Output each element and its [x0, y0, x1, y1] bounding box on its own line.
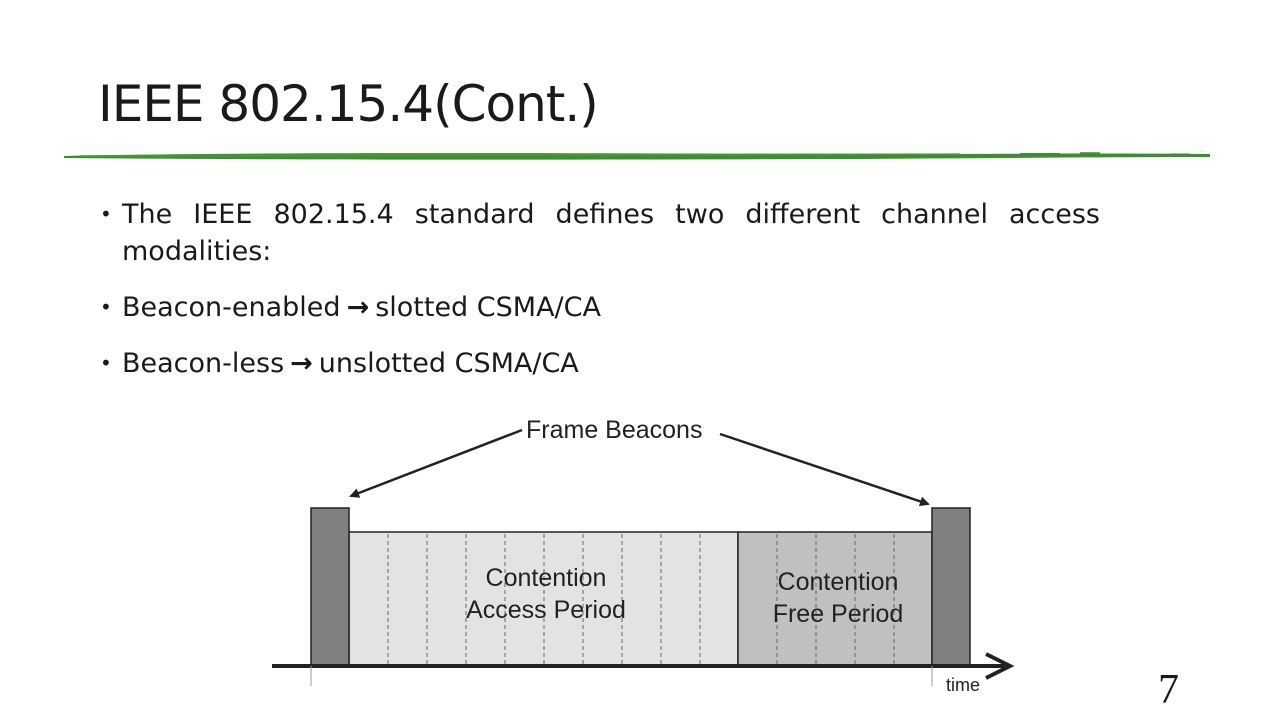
beacon-pointer-left — [349, 428, 523, 498]
bullet-text: Beacon-enabled→slotted CSMA/CA — [122, 289, 601, 326]
bullet-item: • The IEEE 802.15.4 standard defines two… — [100, 196, 1100, 270]
beacon-left — [310, 507, 350, 667]
bullet-text: Beacon-less→unslotted CSMA/CA — [122, 345, 579, 382]
cap-label-line2: Access Period — [466, 596, 626, 624]
bullet-item: • Beacon-enabled→slotted CSMA/CA — [100, 289, 1100, 326]
right-arrow-icon: → — [290, 348, 313, 379]
beacon-pointer-right — [719, 432, 930, 507]
cap-slot-dividers — [387, 534, 701, 664]
beacon-enabled-label: Beacon-enabled — [122, 292, 341, 323]
bullet-dot: • — [100, 295, 112, 319]
beacon-right — [931, 507, 971, 667]
bullet-text: The IEEE 802.15.4 standard defines two d… — [122, 199, 1100, 267]
cfp-label-line2: Free Period — [773, 600, 904, 628]
contention-free-period-block — [737, 531, 933, 667]
slide-number: 7 — [1158, 667, 1179, 713]
superframe-diagram: Frame Beacons Contention Access Period C… — [272, 416, 1015, 695]
title-underline-brushstroke — [64, 152, 1210, 160]
slide-title: IEEE 802.15.4(Cont.) — [98, 75, 599, 133]
bullet-dot: • — [100, 351, 112, 375]
cfp-label-line1: Contention — [778, 568, 899, 596]
time-axis-arrowhead — [985, 652, 1015, 680]
time-axis-label: time — [946, 675, 980, 695]
bullet-list: • The IEEE 802.15.4 standard defines two… — [100, 196, 1100, 401]
cfp-slot-dividers — [776, 534, 895, 664]
unslotted-csma-label: unslotted CSMA/CA — [318, 348, 579, 379]
bullet-dot: • — [100, 202, 112, 226]
slotted-csma-label: slotted CSMA/CA — [375, 292, 601, 323]
frame-beacons-label: Frame Beacons — [526, 416, 702, 444]
bullet-item: • Beacon-less→unslotted CSMA/CA — [100, 345, 1100, 382]
right-arrow-icon: → — [346, 292, 370, 323]
cap-label-line1: Contention — [486, 564, 607, 592]
beacon-less-label: Beacon-less — [122, 348, 285, 379]
